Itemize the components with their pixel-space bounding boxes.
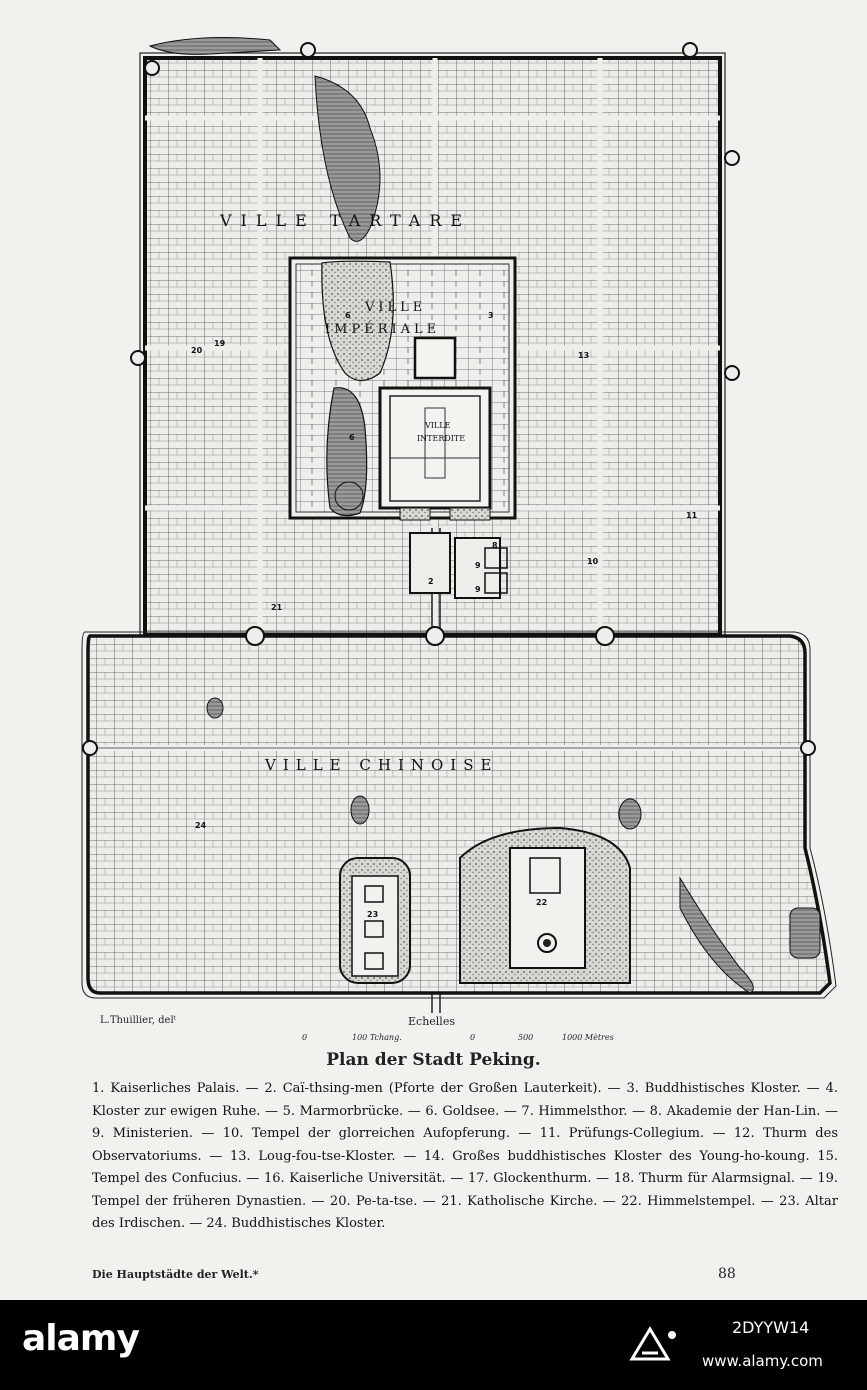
map-credit: L.Thuillier, delᵗ: [100, 1015, 177, 1026]
chinese-city: [81, 626, 837, 999]
marker-9b: 9: [475, 585, 481, 594]
marker-3: 3: [488, 311, 494, 320]
forbidden-city: [378, 336, 492, 521]
marker-19: 19: [214, 339, 226, 348]
marker-8: 8: [492, 541, 498, 550]
scale1-zero: 0: [302, 1033, 308, 1042]
marker-20: 20: [191, 346, 203, 355]
marker-6a: 6: [345, 311, 351, 320]
scale2-label: 1000 Mètres: [562, 1033, 614, 1042]
marker-11: 11: [686, 511, 698, 520]
book-title-footer: Die Hauptstädte der Welt.*: [92, 1268, 259, 1281]
scale-title: Echelles: [408, 1015, 455, 1028]
temple-of-heaven-precinct: [459, 826, 631, 984]
map-title: Plan der Stadt Peking.: [326, 1050, 541, 1070]
marker-22: 22: [536, 898, 547, 907]
watermark-bar: [0, 1300, 867, 1390]
marker-21: 21: [271, 603, 283, 612]
peking-city-map: VILLE TARTARE VILLE IMPÉRIALE VILLE INTE…: [81, 37, 837, 1013]
scale1-label: 100 Tchang.: [352, 1033, 402, 1042]
altar-of-the-earth-precinct: [339, 857, 411, 984]
image-id: 2DYYW14: [732, 1318, 810, 1337]
alamy-logo: alamy: [22, 1318, 140, 1359]
marker-10: 10: [587, 557, 599, 566]
label-chinese-city: VILLE CHINOISE: [264, 756, 498, 774]
marker-2: 2: [428, 577, 434, 586]
marker-13: 13: [578, 351, 589, 360]
label-imperial-1: VILLE: [364, 300, 426, 315]
marker-6b: 6: [349, 433, 355, 442]
label-forbidden-1: VILLE: [424, 421, 451, 430]
marker-9a: 9: [475, 561, 481, 570]
marker-24: 24: [195, 821, 207, 830]
alamy-a-icon: [629, 1326, 676, 1361]
marker-23: 23: [367, 910, 378, 919]
label-tartar-city: VILLE TARTARE: [219, 211, 471, 230]
map-legend: 1. Kaiserliches Palais. — 2. Caï-thsing-…: [92, 1081, 838, 1231]
label-imperial-2: IMPÉRIALE: [325, 321, 440, 337]
scale2-mid: 500: [518, 1033, 534, 1042]
label-forbidden-2: INTERDITE: [417, 434, 465, 443]
page-number: 88: [718, 1266, 736, 1282]
watermark-site: www.alamy.com: [702, 1352, 823, 1370]
scale2-zero: 0: [470, 1033, 476, 1042]
